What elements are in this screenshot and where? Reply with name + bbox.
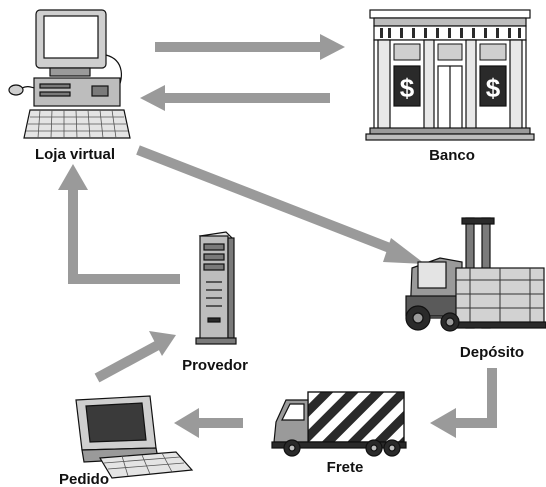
server-tower-icon	[195, 231, 237, 345]
bank-building-icon	[365, 9, 535, 141]
arrow-loja-to-banco	[155, 34, 345, 60]
label-banco: Banco	[429, 147, 475, 164]
label-loja-virtual: Loja virtual	[35, 146, 115, 163]
arrow-deposito-to-frete	[430, 368, 497, 438]
computer-terminal-icon	[75, 395, 194, 479]
label-provedor: Provedor	[182, 357, 248, 374]
dollar-sign-left: $	[400, 73, 415, 103]
label-pedido: Pedido	[59, 471, 109, 487]
desktop-computer-icon	[8, 9, 131, 139]
forklift-icon	[405, 217, 546, 332]
label-frete: Frete	[327, 459, 364, 476]
arrows	[58, 34, 497, 438]
arrow-loja-to-deposito	[136, 145, 425, 264]
label-deposito: Depósito	[460, 344, 524, 361]
arrow-banco-to-loja	[140, 85, 330, 111]
delivery-truck-icon	[271, 391, 407, 457]
arrow-frete-to-pedido	[174, 408, 243, 438]
dollar-sign-right: $	[486, 73, 501, 103]
arrow-pedido-to-provedor	[94, 331, 176, 383]
arrow-provedor-to-loja	[58, 164, 180, 284]
